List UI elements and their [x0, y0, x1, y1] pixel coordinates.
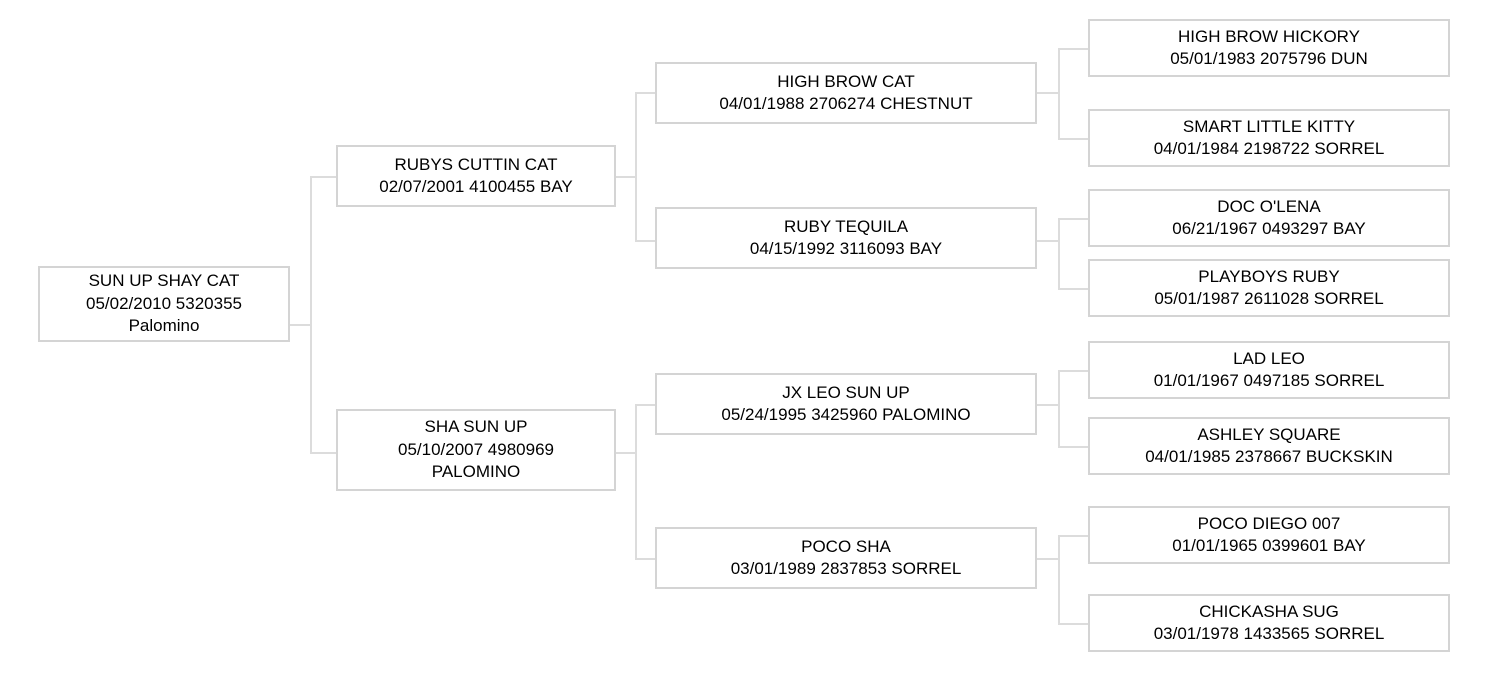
connector-dd-to-sire — [1058, 535, 1088, 537]
connector-ss-stub — [1036, 92, 1060, 94]
connector-sd-to-sire — [1058, 218, 1088, 220]
connector-dam-trunk — [635, 404, 637, 560]
node-dam-sire[interactable]: JX LEO SUN UP 05/24/1995 3425960 PALOMIN… — [655, 373, 1037, 435]
node-ss-sire-name: HIGH BROW HICKORY — [1178, 26, 1360, 46]
node-dam[interactable]: SHA SUN UP 05/10/2007 4980969 PALOMINO — [336, 409, 616, 491]
connector-root-to-dam — [310, 452, 338, 454]
node-dd-sire[interactable]: POCO DIEGO 007 01/01/1965 0399601 BAY — [1088, 506, 1450, 564]
node-sire-dam[interactable]: RUBY TEQUILA 04/15/1992 3116093 BAY — [655, 207, 1037, 269]
node-dam-dam-name: POCO SHA — [801, 536, 891, 556]
connector-ds-to-dam — [1058, 446, 1088, 448]
connector-sire-trunk — [635, 92, 637, 242]
node-root-name: SUN UP SHAY CAT — [88, 271, 240, 291]
connector-ss-to-sire — [1058, 48, 1088, 50]
node-ds-sire-line2: 01/01/1967 0497185 SORREL — [1153, 371, 1385, 390]
connector-sire-stub — [615, 176, 637, 178]
node-ss-dam-name: SMART LITTLE KITTY — [1182, 116, 1356, 136]
node-dam-line2: 05/10/2007 4980969 — [398, 439, 554, 459]
connector-ds-stub — [1036, 404, 1060, 406]
connector-dd-trunk — [1058, 535, 1060, 625]
node-ds-sire-name: LAD LEO — [1233, 348, 1305, 368]
node-dam-dam-line2: 03/01/1989 2837853 SORREL — [730, 559, 962, 578]
connector-sire-to-sd — [635, 240, 657, 242]
node-ds-dam-line2: 04/01/1985 2378667 BUCKSKIN — [1145, 447, 1393, 466]
node-ds-dam-name: ASHLEY SQUARE — [1197, 424, 1341, 444]
connector-root-to-sire — [310, 176, 338, 178]
connector-dd-to-dam — [1058, 623, 1088, 625]
node-dam-sire-name: JX LEO SUN UP — [782, 382, 910, 402]
connector-dam-to-ds — [635, 404, 657, 406]
node-sire-name: RUBYS CUTTIN CAT — [394, 154, 558, 174]
node-sd-sire-line2: 06/21/1967 0493297 BAY — [1172, 219, 1366, 238]
connector-ds-trunk — [1058, 370, 1060, 448]
node-dd-sire-line2: 01/01/1965 0399601 BAY — [1172, 536, 1366, 555]
node-dd-sire-name: POCO DIEGO 007 — [1197, 513, 1341, 533]
node-sd-dam[interactable]: PLAYBOYS RUBY 05/01/1987 2611028 SORREL — [1088, 259, 1450, 317]
node-sire[interactable]: RUBYS CUTTIN CAT 02/07/2001 4100455 BAY — [336, 145, 616, 207]
node-sire-dam-name: RUBY TEQUILA — [783, 216, 909, 236]
connector-dam-to-dd — [635, 558, 657, 560]
connector-root-trunk — [310, 176, 312, 454]
node-sd-dam-name: PLAYBOYS RUBY — [1198, 266, 1340, 286]
node-dam-dam[interactable]: POCO SHA 03/01/1989 2837853 SORREL — [655, 527, 1037, 589]
connector-sd-stub — [1036, 240, 1060, 242]
node-dd-dam[interactable]: CHICKASHA SUG 03/01/1978 1433565 SORREL — [1088, 594, 1450, 652]
node-ds-sire[interactable]: LAD LEO 01/01/1967 0497185 SORREL — [1088, 341, 1450, 399]
node-sire-sire-line2: 04/01/1988 2706274 CHESTNUT — [719, 94, 973, 113]
connector-ds-to-sire — [1058, 370, 1088, 372]
node-sd-sire-name: DOC O'LENA — [1217, 196, 1321, 216]
node-ss-dam[interactable]: SMART LITTLE KITTY 04/01/1984 2198722 SO… — [1088, 109, 1450, 167]
node-sire-dam-line2: 04/15/1992 3116093 BAY — [749, 239, 943, 258]
node-root-line3: Palomino — [128, 316, 200, 336]
node-sire-sire-name: HIGH BROW CAT — [777, 71, 915, 91]
connector-dam-stub — [615, 452, 637, 454]
connector-ss-trunk — [1058, 48, 1060, 140]
node-root[interactable]: SUN UP SHAY CAT 05/02/2010 5320355 Palom… — [38, 266, 290, 342]
node-dam-line3: PALOMINO — [431, 462, 521, 482]
node-dam-name: SHA SUN UP — [424, 417, 528, 437]
connector-ss-to-dam — [1058, 138, 1088, 140]
node-root-line2: 05/02/2010 5320355 — [86, 293, 242, 313]
connector-sire-to-ss — [635, 92, 657, 94]
node-ss-dam-line2: 04/01/1984 2198722 SORREL — [1153, 139, 1385, 158]
node-dd-dam-line2: 03/01/1978 1433565 SORREL — [1153, 624, 1385, 643]
node-ss-sire-line2: 05/01/1983 2075796 DUN — [1170, 49, 1368, 68]
node-sire-sire[interactable]: HIGH BROW CAT 04/01/1988 2706274 CHESTNU… — [655, 62, 1037, 124]
connector-root-stub — [290, 324, 312, 326]
node-dd-dam-name: CHICKASHA SUG — [1199, 601, 1339, 621]
node-sire-line2: 02/07/2001 4100455 BAY — [379, 177, 573, 196]
node-dam-sire-line2: 05/24/1995 3425960 PALOMINO — [721, 405, 971, 424]
connector-sd-to-dam — [1058, 288, 1088, 290]
node-sd-dam-line2: 05/01/1987 2611028 SORREL — [1154, 289, 1384, 308]
connector-sd-trunk — [1058, 218, 1060, 290]
connector-dd-stub — [1036, 558, 1060, 560]
node-sd-sire[interactable]: DOC O'LENA 06/21/1967 0493297 BAY — [1088, 189, 1450, 247]
node-ds-dam[interactable]: ASHLEY SQUARE 04/01/1985 2378667 BUCKSKI… — [1088, 417, 1450, 475]
node-ss-sire[interactable]: HIGH BROW HICKORY 05/01/1983 2075796 DUN — [1088, 19, 1450, 77]
